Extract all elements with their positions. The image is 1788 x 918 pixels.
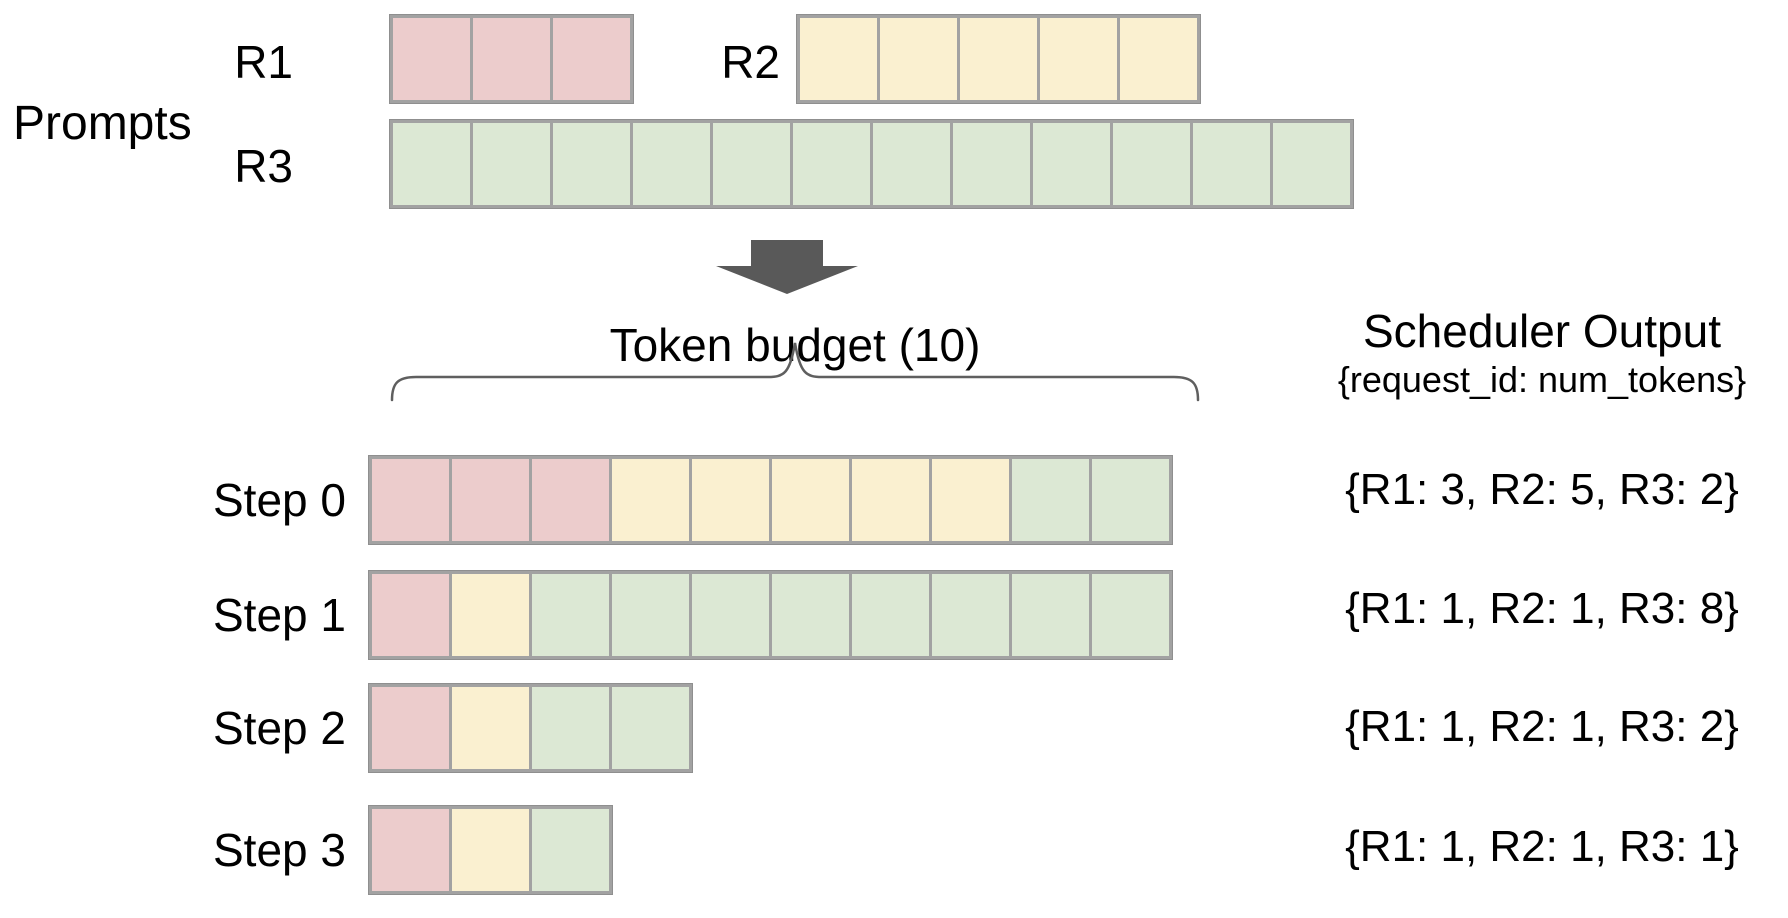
token-cell-r1 <box>470 15 553 103</box>
prompts-section-label: Prompts <box>13 97 192 150</box>
step-label-3: Step 3 <box>213 824 346 876</box>
token-cell-r2 <box>449 806 532 894</box>
token-cell-r3 <box>1009 571 1092 659</box>
request-label-r2: R2 <box>721 36 780 88</box>
token-cell-r3 <box>1089 456 1172 544</box>
token-budget-brace <box>390 342 1200 402</box>
step-label-1: Step 1 <box>213 589 346 641</box>
token-cell-r3 <box>689 571 772 659</box>
step-row-1: Step 1 <box>0 570 1173 660</box>
step-label-0: Step 0 <box>213 474 346 526</box>
scheduler-output-line-1: {R1: 1, R2: 1, R3: 8} <box>1345 584 1739 633</box>
step-token-row-2 <box>368 683 693 773</box>
token-cell-r3 <box>1030 120 1113 208</box>
token-cell-r2 <box>877 15 960 103</box>
step-row-3: Step 3 <box>0 805 613 895</box>
request-label-r1: R1 <box>234 36 293 88</box>
token-cell-r3 <box>529 806 612 894</box>
token-cell-r3 <box>1009 456 1092 544</box>
step-token-row-1 <box>368 570 1173 660</box>
token-cell-r3 <box>769 571 852 659</box>
step-token-row-3 <box>368 805 613 895</box>
token-cell-r3 <box>470 120 553 208</box>
prompt-token-row-r3 <box>389 119 1354 209</box>
token-cell-r3 <box>1089 571 1172 659</box>
token-cell-r1 <box>390 15 473 103</box>
token-cell-r1 <box>529 456 612 544</box>
token-cell-r3 <box>710 120 793 208</box>
token-cell-r3 <box>849 571 932 659</box>
step-row-2: Step 2 <box>0 683 693 773</box>
token-cell-r3 <box>529 571 612 659</box>
prompt-token-row-r1 <box>389 14 634 104</box>
scheduler-output-line-3: {R1: 1, R2: 1, R3: 1} <box>1345 822 1739 871</box>
prompt-token-row-r2 <box>796 14 1201 104</box>
token-cell-r2 <box>689 456 772 544</box>
request-label-r3: R3 <box>234 140 293 192</box>
token-cell-r3 <box>390 120 473 208</box>
token-cell-r3 <box>630 120 713 208</box>
token-cell-r1 <box>550 15 633 103</box>
token-cell-r2 <box>449 571 532 659</box>
step-row-0: Step 0 <box>0 455 1173 545</box>
token-cell-r3 <box>609 684 692 772</box>
token-cell-r3 <box>550 120 633 208</box>
token-cell-r3 <box>1190 120 1273 208</box>
token-cell-r1 <box>369 806 452 894</box>
token-cell-r1 <box>369 456 452 544</box>
token-cell-r3 <box>790 120 873 208</box>
token-cell-r2 <box>1117 15 1200 103</box>
step-token-row-0 <box>368 455 1173 545</box>
token-cell-r3 <box>529 684 612 772</box>
scheduler-output-line-0: {R1: 3, R2: 5, R3: 2} <box>1345 465 1739 514</box>
scheduler-output-subtitle: {request_id: num_tokens} <box>1337 359 1747 400</box>
token-cell-r2 <box>1037 15 1120 103</box>
token-cell-r2 <box>929 456 1012 544</box>
token-cell-r2 <box>797 15 880 103</box>
down-arrow-stem <box>751 240 823 266</box>
token-cell-r2 <box>609 456 692 544</box>
down-arrow-head <box>716 266 858 294</box>
token-cell-r2 <box>957 15 1040 103</box>
token-cell-r2 <box>449 684 532 772</box>
step-label-2: Step 2 <box>213 702 346 754</box>
token-cell-r3 <box>870 120 953 208</box>
token-cell-r2 <box>849 456 932 544</box>
scheduler-output-title: Scheduler Output <box>1362 305 1721 357</box>
token-cell-r2 <box>769 456 852 544</box>
token-cell-r1 <box>449 456 532 544</box>
token-cell-r3 <box>929 571 1012 659</box>
token-cell-r3 <box>1270 120 1353 208</box>
token-cell-r1 <box>369 684 452 772</box>
token-cell-r3 <box>609 571 692 659</box>
scheduler-output-line-2: {R1: 1, R2: 1, R3: 2} <box>1345 702 1739 751</box>
token-cell-r1 <box>369 571 452 659</box>
token-cell-r3 <box>950 120 1033 208</box>
token-cell-r3 <box>1110 120 1193 208</box>
down-arrow-icon <box>716 240 858 294</box>
